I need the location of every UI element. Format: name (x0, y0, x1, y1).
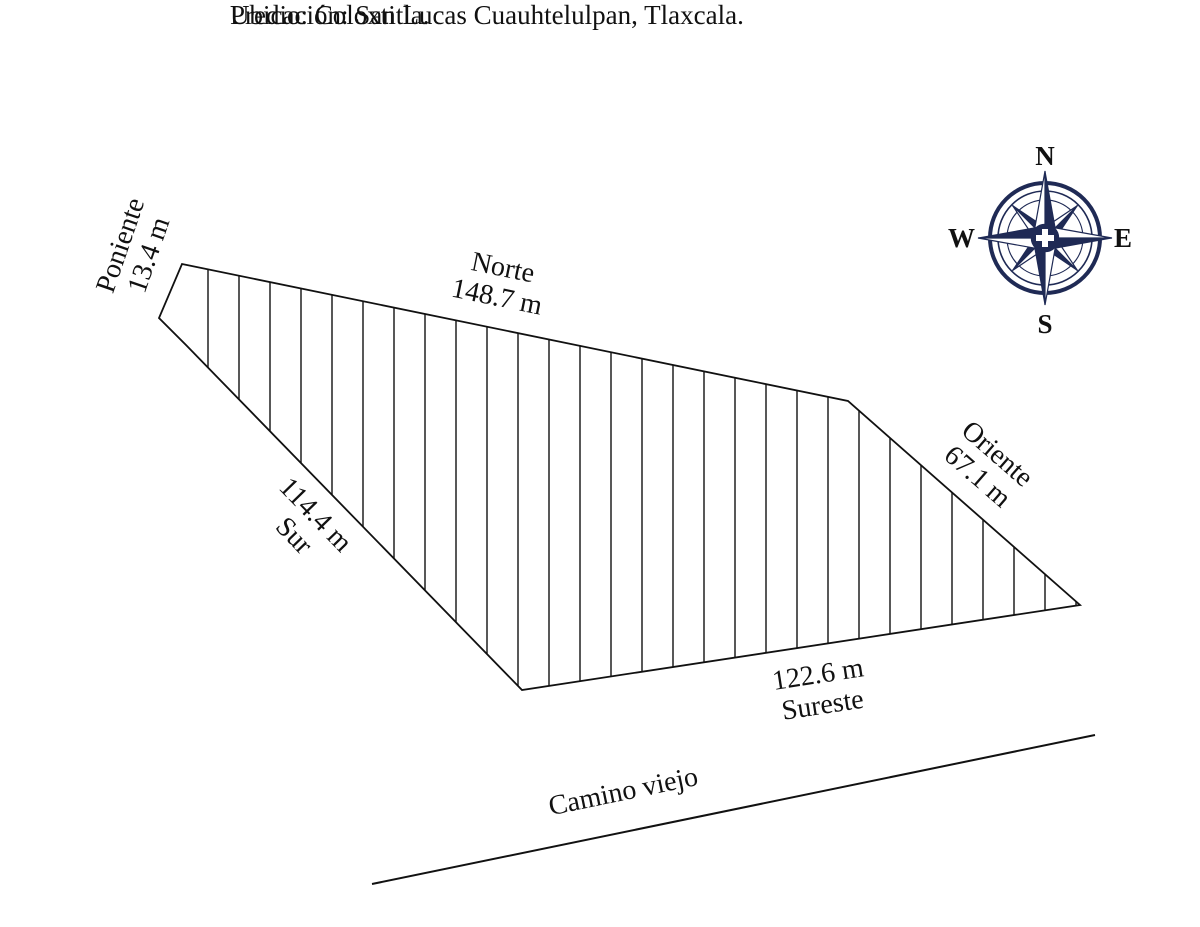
norte-label: Norte 148.7 m (449, 246, 545, 321)
compass-rose-icon (977, 170, 1113, 306)
camino-viejo-line (371, 734, 1096, 885)
svg-text:Camino viejo: Camino viejo (546, 761, 701, 822)
compass-south-letter: S (1037, 309, 1052, 339)
compass-east-letter: E (1114, 223, 1132, 253)
poniente-label: Poniente 13.4 m (90, 194, 176, 297)
predio-title: Predio: Coloxtitla. (230, 0, 430, 30)
oriente-label: Oriente 67.1 m (938, 415, 1039, 514)
ubicacion-title: Ubicación: San Lucas Cuauhtelulpan, Tlax… (230, 0, 744, 30)
parcel-hatching (207, 269, 1077, 686)
camino-viejo-label: Camino viejo (546, 761, 701, 822)
compass-north-letter: N (1035, 141, 1055, 171)
compass-west-letter: W (948, 223, 975, 253)
sur-label: 114.4 m Sur (269, 472, 358, 561)
sureste-label: 122.6 m Sureste (770, 652, 866, 726)
parcel-outline (157, 262, 1083, 691)
